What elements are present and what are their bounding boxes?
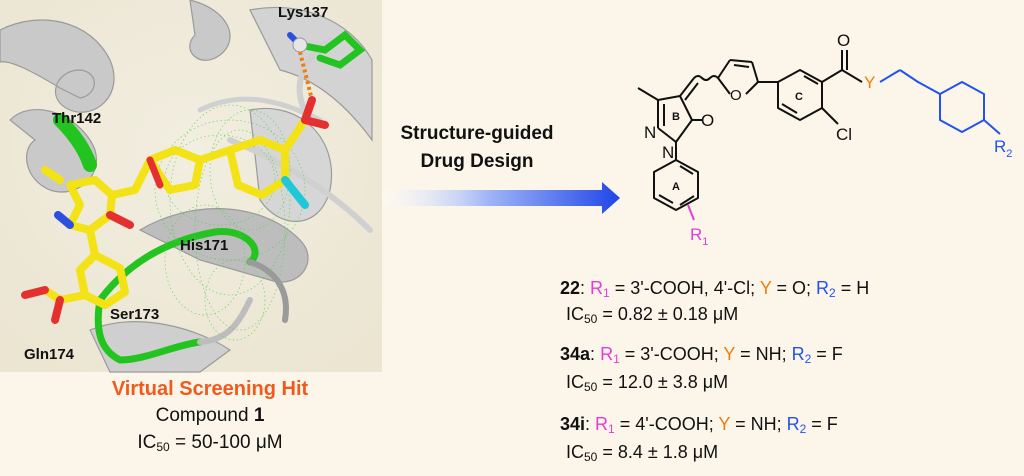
- residue-label-gln174: Gln174: [24, 346, 75, 363]
- r2-value: = H: [835, 278, 870, 298]
- residue-label-ser173: Ser173: [110, 306, 160, 323]
- y-value: = NH;: [730, 414, 787, 434]
- furan-oxygen-label: O: [730, 87, 742, 104]
- compound-name: 34i: [560, 414, 586, 434]
- chlorine-label: Cl: [836, 125, 852, 144]
- lys137-sidechain: [287, 30, 366, 69]
- structure-drawing: N N O O O Y Cl B C A R1 R2: [637, 31, 1012, 248]
- residue-label-thr142: Thr142: [52, 110, 102, 127]
- ligand-compound-1: [21, 96, 329, 324]
- carbonyl-oxygen-label: O: [837, 31, 850, 50]
- result-34i-ic50: IC50 = 8.4 ± 1.8 μM: [566, 442, 719, 464]
- result-34i-substituents: 34i: R1 = 4'-COOH; Y = NH; R2 = F: [560, 414, 838, 436]
- r1-sub: 1: [702, 236, 708, 248]
- r2-sub: 2: [1006, 148, 1012, 160]
- r2-letter: R: [994, 137, 1006, 156]
- ic50-value: = 8.4 ± 1.8 μM: [597, 442, 719, 462]
- docking-pose-panel: Lys137 Thr142 His171 Ser173 Gln174 Virtu…: [0, 0, 382, 476]
- right-arrow-icon: [382, 182, 620, 214]
- arrow-caption-line1: Structure-guided: [400, 123, 554, 144]
- arrow-caption: Structure-guided Drug Design: [382, 120, 572, 176]
- ic50-value: = 0.82 ± 0.18 μM: [597, 304, 739, 324]
- compound-name: 22: [560, 278, 581, 298]
- r1-label: R1: [690, 225, 708, 248]
- compound-line: Compound 1: [60, 402, 360, 430]
- residue-label-his171: His171: [180, 237, 229, 254]
- ic50-label: IC: [137, 432, 157, 453]
- result-22-ic50: IC50 = 0.82 ± 0.18 μM: [566, 304, 739, 326]
- r1-value: = 3'-COOH, 4'-Cl;: [609, 278, 760, 298]
- r1-value: = 3'-COOH;: [619, 344, 724, 364]
- r2-value: = F: [806, 414, 838, 434]
- compound-name: 34a: [560, 344, 591, 364]
- hit-title: Virtual Screening Hit: [111, 378, 309, 400]
- ring-c-label: C: [795, 91, 803, 103]
- ring-b-label: B: [672, 111, 680, 123]
- design-arrow-block: Structure-guided Drug Design: [382, 120, 642, 230]
- compound-number: 1: [253, 405, 265, 426]
- ring-a-label: A: [672, 181, 680, 193]
- arrow-caption-line2: Drug Design: [420, 151, 534, 172]
- r1-letter: R: [690, 225, 702, 244]
- chemical-structure-scheme: N N O O O Y Cl B C A R1 R2: [590, 0, 1024, 270]
- residue-label-lys137: Lys137: [278, 4, 329, 21]
- result-34a-ic50: IC50 = 12.0 ± 3.8 μM: [566, 372, 729, 394]
- y-value: = NH;: [735, 344, 792, 364]
- ic50-value: = 12.0 ± 3.8 μM: [597, 372, 729, 392]
- compound-prefix: Compound: [155, 405, 249, 426]
- y-linker-label: Y: [864, 73, 875, 92]
- r1-value: = 4'-COOH;: [614, 414, 719, 434]
- result-34a-substituents: 34a: R1 = 3'-COOH; Y = NH; R2 = F: [560, 344, 843, 366]
- ketone-oxygen-label: O: [701, 111, 714, 130]
- result-22-substituents: 22: R1 = 3'-COOH, 4'-Cl; Y = O; R2 = H: [560, 278, 870, 300]
- hit-caption: Virtual Screening Hit Compound 1 IC50 = …: [60, 376, 360, 456]
- ic50-sub: 50: [156, 440, 170, 454]
- docking-pose-image: [0, 0, 382, 373]
- ic50-value: = 50-100 μM: [169, 432, 283, 453]
- nitrogen-label-1: N: [644, 123, 656, 142]
- r2-label: R2: [994, 137, 1012, 160]
- y-value: = O;: [771, 278, 817, 298]
- hit-ic50: IC50 = 50-100 μM: [60, 430, 360, 456]
- r2-value: = F: [811, 344, 843, 364]
- nitrogen-label-2: N: [662, 143, 674, 162]
